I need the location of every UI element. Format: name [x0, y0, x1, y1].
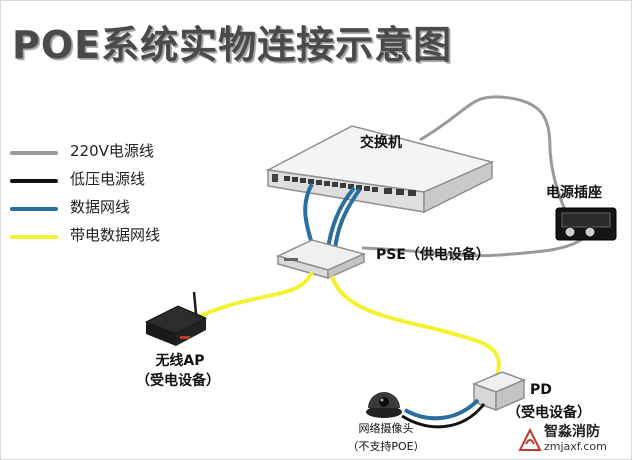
wireless-ap [144, 291, 208, 346]
ap-label-line2: （受电设备） [136, 373, 220, 389]
pse-device [275, 239, 367, 280]
ap-label-line1: 无线AP [155, 353, 205, 369]
watermark-logo [518, 427, 542, 451]
legend-label: 低压电源线 [70, 170, 146, 188]
legend: 220V电源线 低压电源线 数据网线 带电数据网线 [10, 138, 210, 250]
cable-low-voltage [401, 403, 486, 429]
legend-item-data: 数据网线 [10, 194, 210, 222]
legend-label: 220V电源线 [70, 142, 154, 160]
cable-220v [419, 95, 572, 221]
camera-label-line2: （不支持POE） [347, 440, 425, 453]
pse-label: PSE（供电设备） [376, 247, 490, 263]
legend-item-poe: 带电数据网线 [10, 222, 210, 250]
cable-data [404, 398, 480, 421]
pd-label-line2: （受电设备） [507, 405, 591, 421]
power-outlet-label: 电源插座 [546, 185, 602, 201]
watermark-url: zmjaxf.com [544, 440, 607, 453]
watermark: 智淼消防 zmjaxf.com [514, 420, 626, 456]
legend-item-220v: 220V电源线 [10, 138, 210, 166]
network-switch [265, 125, 495, 214]
legend-line-data [10, 207, 58, 211]
switch-label: 交换机 [360, 135, 402, 151]
cable-poe [199, 271, 314, 318]
watermark-name: 智淼消防 [544, 424, 600, 440]
legend-label: 数据网线 [70, 198, 131, 216]
legend-line-low-voltage [10, 179, 58, 183]
page-title: POE系统实物连接示意图 [12, 23, 453, 67]
legend-line-poe [10, 235, 58, 239]
legend-label: 带电数据网线 [70, 226, 161, 244]
legend-item-low-voltage: 低压电源线 [10, 166, 210, 194]
legend-line-220v [10, 151, 58, 155]
cable-220v [361, 235, 586, 258]
pd-label-line1: PD [530, 382, 552, 398]
power-outlet [555, 207, 617, 241]
pd-device [471, 371, 527, 412]
cable-poe [330, 275, 501, 382]
camera-label-line1: 网络摄像头 [358, 422, 414, 435]
network-camera [366, 392, 402, 418]
